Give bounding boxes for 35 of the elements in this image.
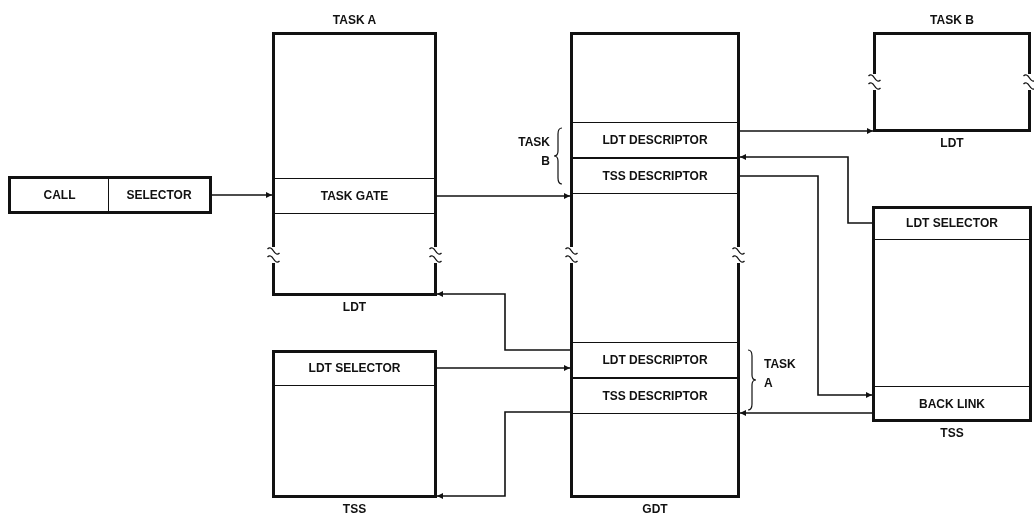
arrow: [739, 410, 873, 416]
entry-label: LDT SELECTOR: [308, 361, 401, 375]
task-label: TASK B: [517, 134, 550, 171]
instruction-field: [8, 176, 108, 214]
table-entry: [570, 342, 740, 378]
table-heading: TASK B: [930, 13, 974, 27]
arrow: [211, 192, 273, 198]
table-entry: [570, 122, 740, 158]
entry-label: LDT DESCRIPTOR: [602, 133, 708, 147]
entry-label: SELECTOR: [126, 188, 192, 202]
entry-label: LDT SELECTOR: [906, 216, 998, 230]
table-name: GDT: [642, 502, 668, 516]
table-name: LDT: [342, 300, 367, 314]
table-name: TSS: [342, 502, 367, 516]
arrow: [436, 291, 571, 351]
table-entry: [570, 378, 740, 414]
table-entry: [272, 178, 437, 214]
entry-label: BACK LINK: [919, 397, 985, 411]
entry-label: TSS DESCRIPTOR: [602, 389, 708, 403]
instruction-field: [108, 176, 212, 214]
entry-label: CALL: [43, 188, 76, 202]
entry-label: LDT DESCRIPTOR: [602, 353, 708, 367]
table-name: TSS: [940, 426, 964, 440]
task-label: TASK A: [764, 356, 797, 393]
arrow: [436, 365, 571, 371]
entry-label: TASK GATE: [320, 189, 389, 203]
arrow: [739, 175, 873, 398]
entry-label: TSS DESCRIPTOR: [602, 169, 708, 183]
table-heading: TASK A: [332, 13, 377, 27]
arrow: [436, 411, 571, 499]
table-entry: [570, 158, 740, 194]
arrow: [739, 154, 873, 224]
arrow: [739, 128, 874, 134]
table-name: LDT: [940, 136, 964, 150]
arrow: [436, 193, 571, 199]
